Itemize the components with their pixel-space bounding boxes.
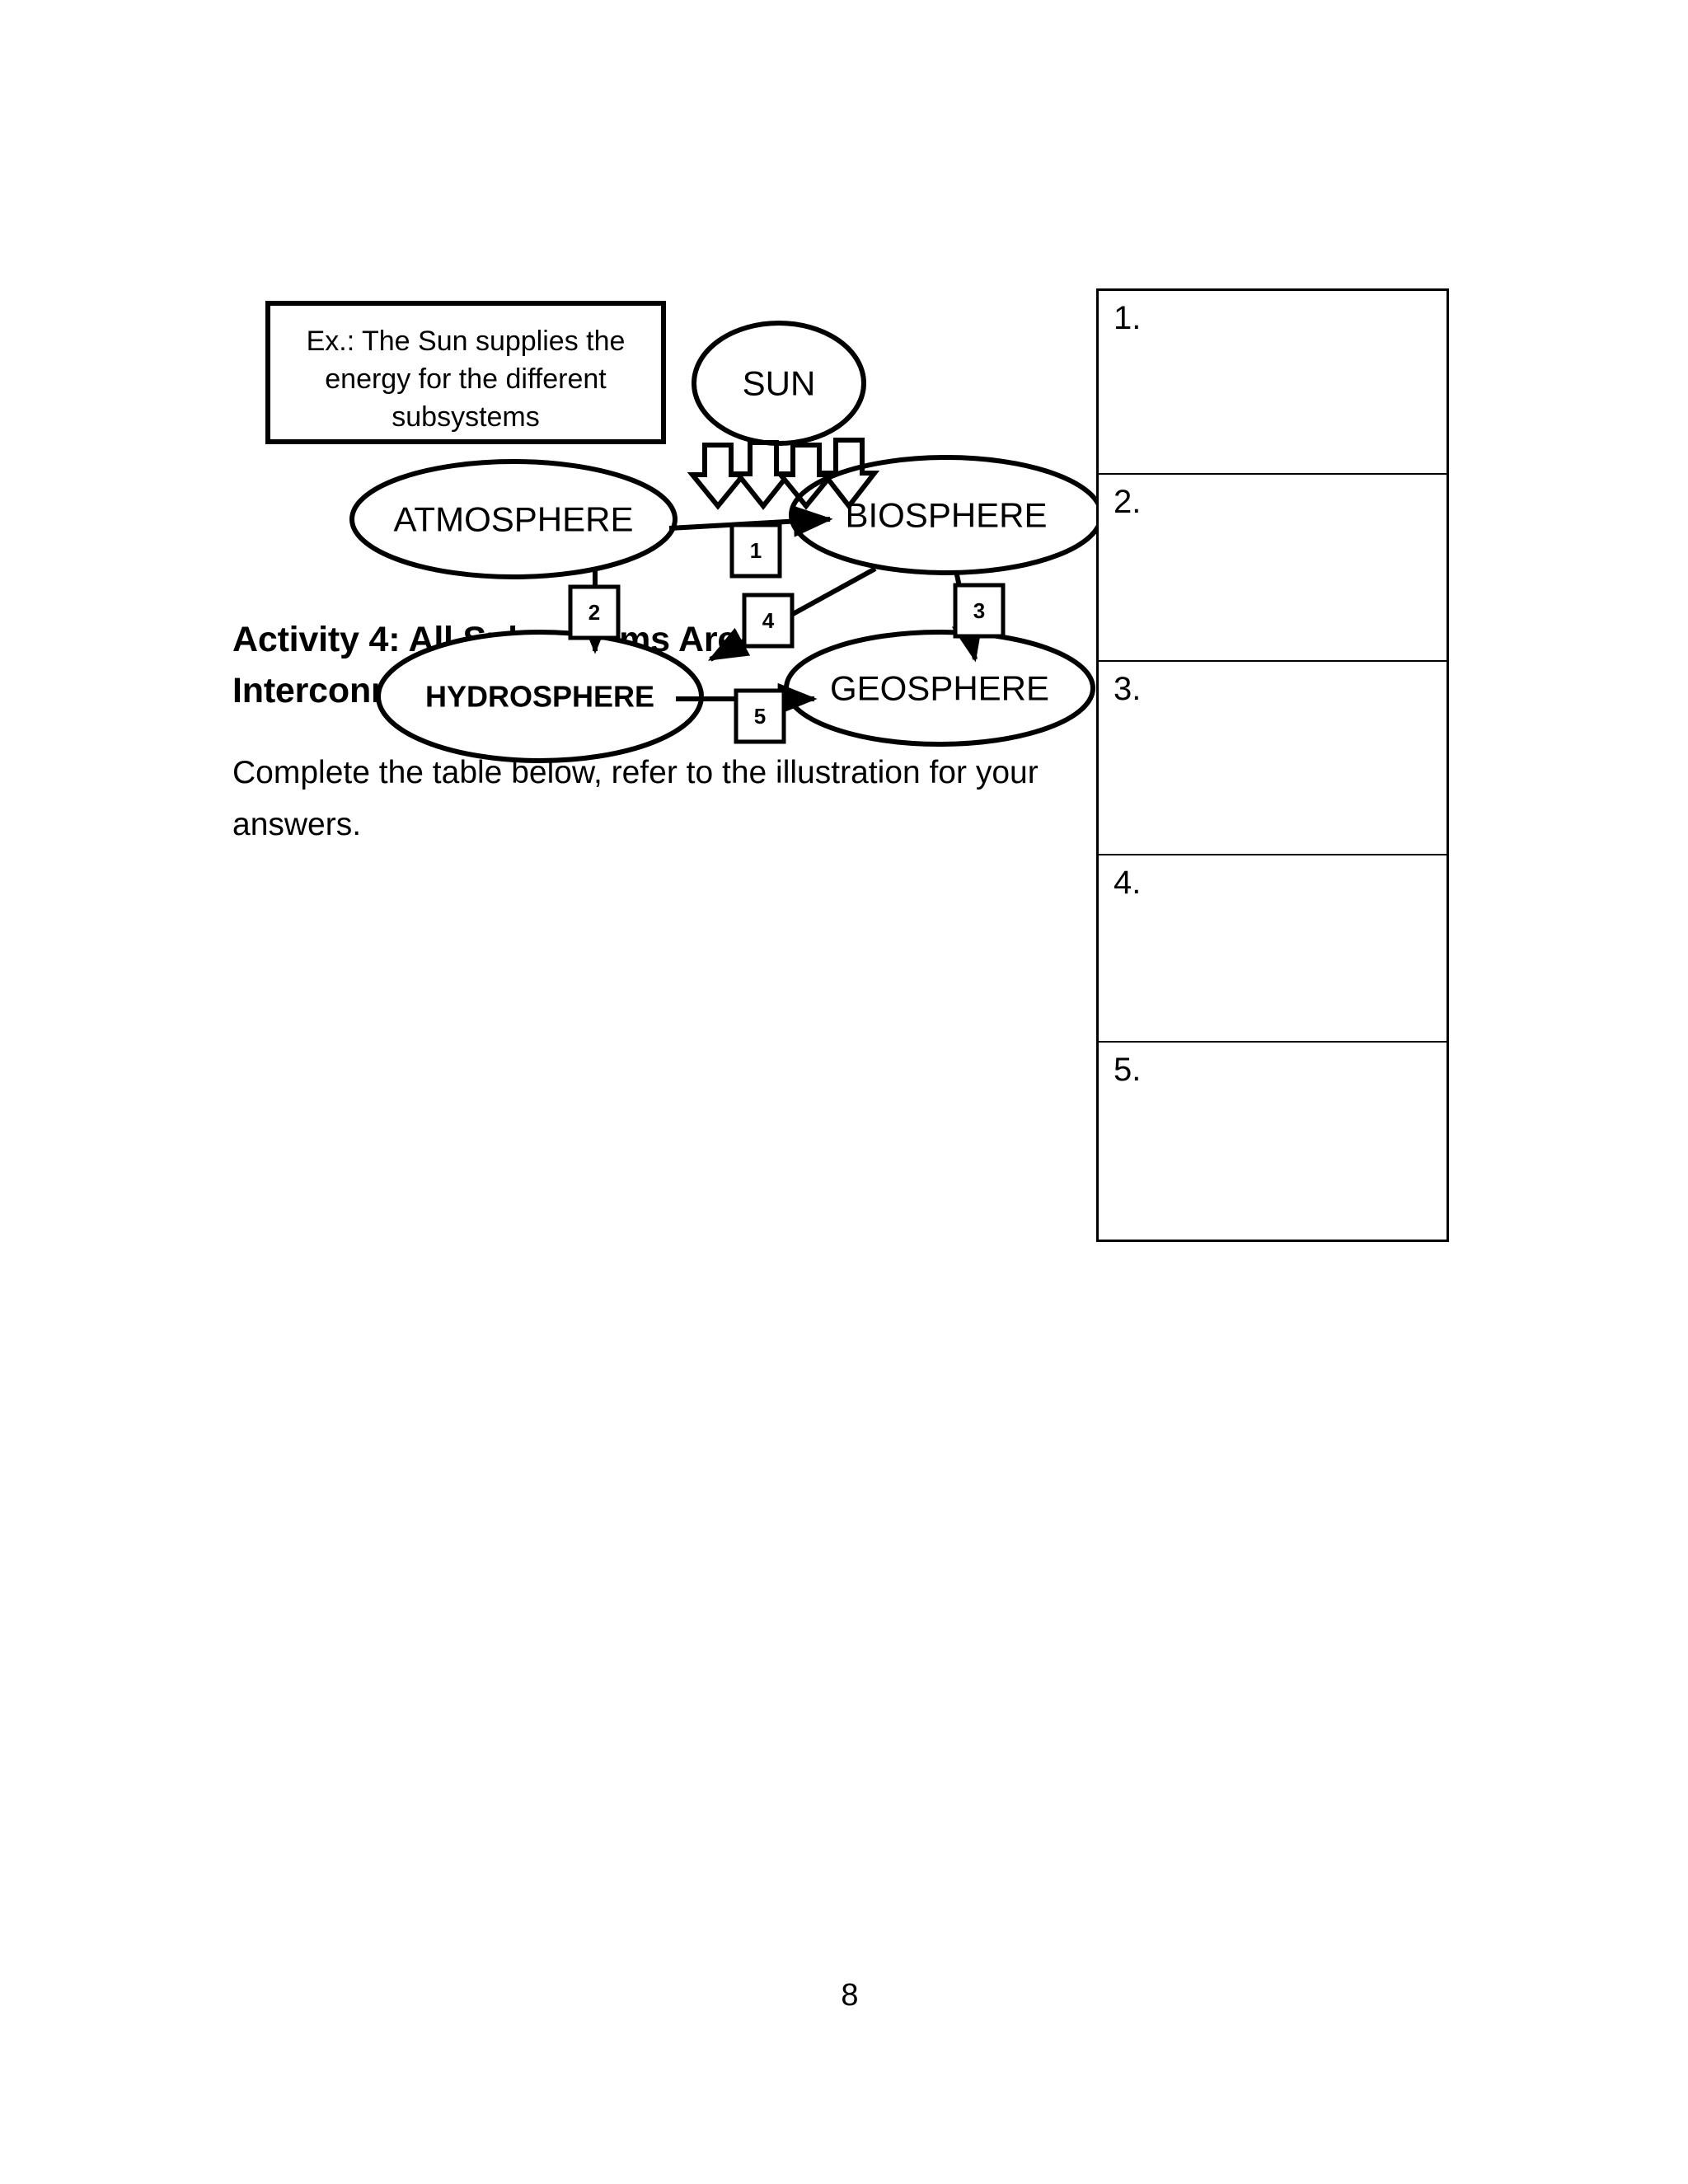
diagram-node-atmosphere: ATMOSPHERE (349, 459, 678, 579)
table-row[interactable]: 1. (1099, 291, 1447, 475)
page-number: 8 (841, 1978, 859, 2013)
table-row[interactable]: 2. (1099, 475, 1447, 662)
example-callout-box: Ex.: The Sun supplies the energy for the… (265, 301, 666, 444)
node-label: SUN (743, 364, 816, 403)
node-ellipse (692, 321, 866, 446)
node-ellipse (349, 459, 678, 579)
diagram-node-biosphere: BIOSPHERE (789, 455, 1096, 575)
connector-box-number: 1 (750, 538, 762, 563)
table-row[interactable]: 3. (1099, 662, 1447, 855)
node-label: ATMOSPHERE (394, 500, 634, 539)
page-number-footer: 8 (0, 1978, 1688, 2013)
row-number: 3. (1114, 671, 1142, 707)
row-number: 4. (1114, 865, 1142, 901)
row-number: 2. (1114, 484, 1142, 520)
document-text-column: Activity 4: All Subsystems Are Interconn… (232, 614, 1057, 851)
connector-atmosphere-biosphere (668, 505, 833, 537)
sun-ray-arrows (687, 438, 880, 510)
node-label: BIOSPHERE (845, 496, 1047, 535)
svg-text:energy for the different: energy for the different (325, 363, 607, 395)
connector-box-outline (729, 523, 782, 579)
node-ellipse (789, 455, 1096, 575)
diagram-node-sun: SUN (692, 321, 866, 446)
table-row[interactable]: 4. (1099, 855, 1447, 1043)
svg-text:subsystems: subsystems (392, 401, 540, 433)
answer-table: 1. 2. 3. 4. 5. (1096, 288, 1449, 1242)
row-number: 1. (1114, 300, 1142, 336)
svg-text:Ex.: The Sun supplies the: Ex.: The Sun supplies the (307, 326, 626, 357)
instructions-text: Complete the table below, refer to the i… (232, 754, 1039, 842)
row-number: 5. (1114, 1052, 1142, 1088)
connector-number-box-1[interactable]: 1 (729, 523, 782, 579)
page-title: Activity 4: All Subsystems Are Interconn… (232, 620, 738, 711)
table-row[interactable]: 5. (1099, 1043, 1447, 1240)
